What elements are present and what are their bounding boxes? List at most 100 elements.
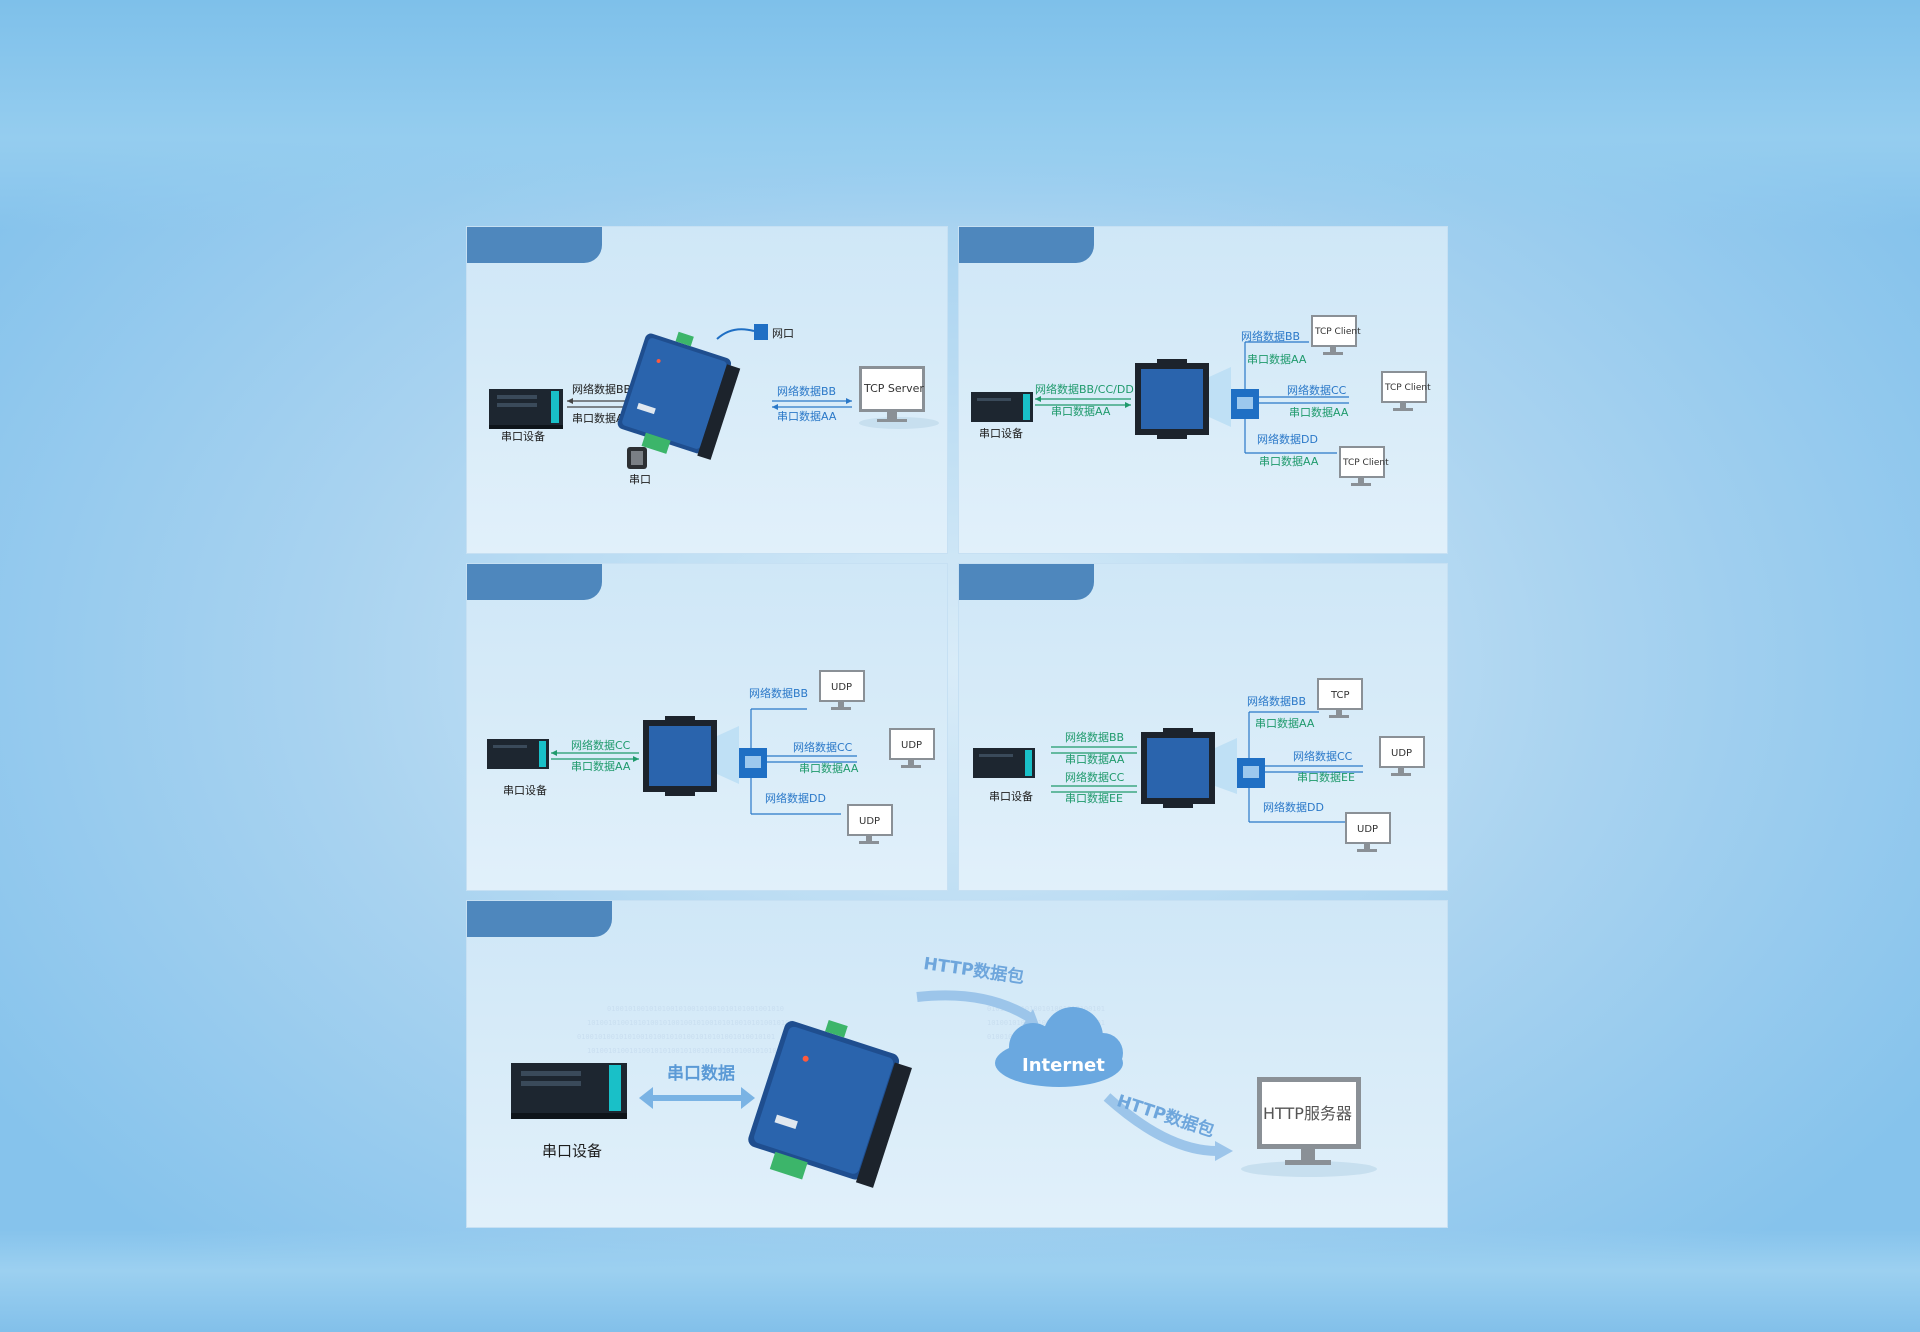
device-label: 串口设备 — [503, 783, 547, 797]
svg-text:101001010010101001010010010100: 1010010100101010010100100101001010100101… — [587, 1019, 794, 1027]
panel-tab — [959, 227, 1094, 263]
client-name: TCP Client — [1314, 327, 1361, 337]
panel-diagram: 0100101001010100101001010010101010010010… — [511, 953, 1377, 1188]
client-net-label: 网络数据CC — [793, 740, 853, 754]
client-serial-label: 串口数据EE — [1297, 770, 1355, 784]
server-label: HTTP服务器 — [1263, 1104, 1352, 1123]
right-arrows — [772, 398, 852, 410]
svg-text:101001010010100101010010100101: 1010010100101001010100101001010010101001… — [587, 1047, 777, 1055]
lower-curved-arrow-icon — [1103, 1093, 1233, 1161]
serial-right-label: 串口数据AA — [777, 409, 837, 423]
panel-diagram: 串口设备 网络数据CC 串口数据AA — [487, 670, 935, 844]
switch-icon — [717, 726, 767, 784]
port-serial-label: 串口 — [629, 473, 651, 486]
converter-module-icon — [617, 331, 741, 460]
net-label: 网络数据CC — [571, 738, 631, 752]
converter-module-icon — [643, 716, 717, 796]
client-serial-label: 串口数据AA — [1289, 405, 1349, 419]
monitor-icon — [819, 670, 865, 710]
serial-device-icon — [511, 1063, 627, 1119]
net-label: 网络数据CC — [1065, 770, 1125, 784]
monitor-icon — [1379, 736, 1425, 776]
panel-tab — [467, 901, 612, 937]
serial-label: 串口数据EE — [1065, 791, 1123, 805]
client-net-label: 网络数据DD — [765, 791, 826, 805]
device-label: 串口设备 — [501, 429, 545, 443]
http-top-label: HTTP数据包 — [922, 953, 1025, 988]
device-label: 串口设备 — [989, 789, 1033, 803]
client-name: UDP — [901, 740, 922, 751]
serial-label: 串口数据AA — [1051, 404, 1111, 418]
client-net-label: 网络数据BB — [1241, 329, 1300, 343]
serial-device-icon — [489, 389, 563, 429]
left-arrows — [551, 750, 639, 762]
panel-http: 0100101001010100101001010010101010010010… — [466, 900, 1448, 1228]
client-monitors — [1311, 315, 1427, 486]
client-name: UDP — [1391, 748, 1412, 759]
monitor-icon — [1339, 446, 1385, 486]
client-serial-label: 串口数据AA — [1247, 352, 1307, 366]
client-net-label: 网络数据DD — [1263, 800, 1324, 814]
serial-label: 串口数据AA — [1065, 752, 1125, 766]
serial-port-icon — [627, 447, 647, 469]
client-name: UDP — [1357, 824, 1378, 835]
branch-lines — [750, 708, 857, 815]
switch-icon — [1209, 367, 1259, 427]
monitor-icon — [859, 366, 939, 429]
client-serial-label: 串口数据AA — [799, 761, 859, 775]
panel-tcp-server: 串口设备 网络数据BB 串口数据AA 网口 — [466, 226, 948, 554]
serial-device-icon — [487, 739, 549, 769]
client-serial-label: 串口数据AA — [1255, 716, 1315, 730]
port-net-label: 网口 — [772, 327, 794, 340]
serial-device-icon — [973, 748, 1035, 778]
panel-tab — [467, 227, 602, 263]
device-label: 串口设备 — [979, 426, 1023, 440]
client-name: TCP Client — [1342, 458, 1389, 468]
bottom-background-band — [0, 1230, 1920, 1332]
client-monitors — [819, 670, 935, 844]
client-serial-label: 串口数据AA — [1259, 454, 1319, 468]
panel-diagram: 串口设备 网络数据BB 串口数据AA 网口 — [489, 324, 939, 486]
monitor-icon — [1345, 812, 1391, 852]
network-port-icon — [716, 324, 768, 340]
panel-diagram: 串口设备 网络数据BB/CC/DD 串口数据AA — [971, 315, 1431, 486]
monitor-icon — [847, 804, 893, 844]
converter-module-icon — [1141, 728, 1215, 808]
branch-lines — [1248, 711, 1363, 823]
cloud-icon — [995, 1007, 1123, 1087]
client-name: UDP — [859, 816, 880, 827]
panel-diagram: 串口设备 网络数据BB 串口数据AA 网络数据CC 串口数据EE — [973, 678, 1425, 852]
svg-text:1010010100101001010010101001: 1010010100101001010010101001 — [987, 1019, 1105, 1027]
svg-text:010010100101010010100101001010: 0100101001010100101001010010101010010010… — [607, 1005, 784, 1013]
cloud-label: Internet — [1022, 1055, 1105, 1076]
converter-module-icon — [1135, 359, 1209, 439]
net-label: 网络数据BB — [1065, 730, 1124, 744]
converter-module-icon — [748, 1019, 912, 1188]
client-net-label: 网络数据BB — [1247, 694, 1306, 708]
serial-data-label: 串口数据 — [667, 1063, 735, 1084]
monitor-icon — [889, 728, 935, 768]
serial-label: 串口数据AA — [571, 759, 631, 773]
serial-label: 串口数据AA — [572, 411, 632, 425]
monitor-icon — [1381, 371, 1427, 411]
svg-text:0101001010100101001010100101: 0101001010100101001010100101 — [987, 1005, 1105, 1013]
left-arrows — [1035, 396, 1131, 408]
bidirectional-arrow-icon — [639, 1087, 755, 1109]
server-label: TCP Server — [863, 382, 924, 395]
net-label: 网络数据BB/CC/DD — [1035, 382, 1134, 396]
client-net-label: 网络数据BB — [749, 686, 808, 700]
switch-icon — [1215, 738, 1265, 794]
upper-curved-arrow-icon — [916, 990, 1039, 1025]
serial-device-icon — [971, 392, 1033, 422]
panel-mixed: 串口设备 网络数据BB 串口数据AA 网络数据CC 串口数据EE — [958, 563, 1448, 891]
top-background-band — [0, 0, 1920, 230]
client-monitors — [1317, 678, 1425, 852]
panel-tab — [467, 564, 602, 600]
svg-text:010010100101010010100101010010: 0100101001010100101001010100101010100101… — [577, 1033, 775, 1041]
net-label: 网络数据BB — [572, 382, 631, 396]
client-name: UDP — [831, 682, 852, 693]
device-label: 串口设备 — [542, 1142, 602, 1160]
panel-tcp-clients: 串口设备 网络数据BB/CC/DD 串口数据AA — [958, 226, 1448, 554]
monitor-icon — [1241, 1077, 1377, 1177]
client-net-label: 网络数据CC — [1293, 749, 1353, 763]
